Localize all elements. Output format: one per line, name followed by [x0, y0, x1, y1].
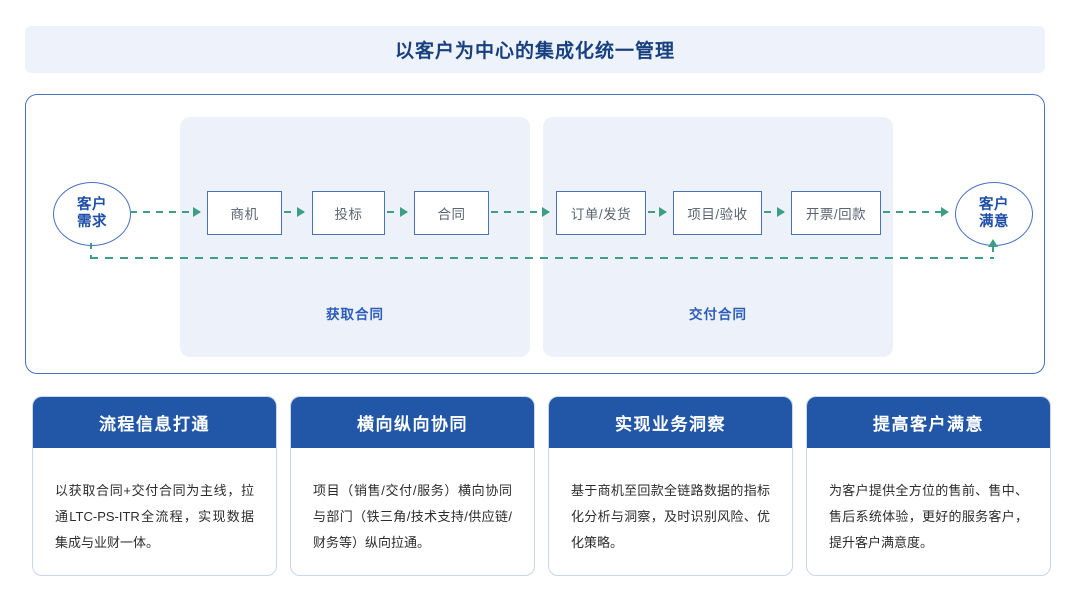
flow-step-label: 开票/回款 — [805, 207, 867, 222]
flow-start-node: 客户 需求 — [53, 182, 131, 246]
group-panel-acquire: 获取合同 — [180, 117, 530, 357]
feedback-loop-line — [90, 257, 994, 259]
group-label-deliver: 交付合同 — [689, 307, 747, 322]
benefit-card-body: 基于商机至回款全链路数据的指标化分析与洞察，及时识别风险、优化策略。 — [549, 448, 792, 556]
flow-arrow-icon — [387, 207, 408, 217]
flow-end-node-line2: 满意 — [979, 214, 1009, 230]
group-panel-deliver: 交付合同 — [543, 117, 893, 357]
flow-step-order-delivery: 订单/发货 — [556, 191, 646, 235]
flow-arrow-icon — [491, 207, 550, 217]
group-label-acquire: 获取合同 — [326, 307, 384, 322]
feedback-loop-arrow-icon — [988, 239, 998, 259]
flow-arrow-icon — [284, 207, 305, 217]
flow-arrow-icon — [130, 207, 201, 217]
benefit-card-header: 提高客户满意 — [807, 397, 1050, 448]
benefit-card-header: 横向纵向协同 — [291, 397, 534, 448]
flow-end-node: 客户 满意 — [955, 182, 1033, 246]
benefit-card-title: 提高客户满意 — [873, 415, 984, 434]
flow-step-label: 合同 — [437, 207, 466, 222]
flow-step-label: 订单/发货 — [570, 207, 632, 222]
benefit-card: 流程信息打通 以获取合同+交付合同为主线，拉通LTC-PS-ITR全流程，实现数… — [32, 396, 277, 576]
flow-arrow-icon — [648, 207, 667, 217]
page-title-banner: 以客户为中心的集成化统一管理 — [25, 26, 1045, 73]
flow-step-label: 商机 — [230, 207, 259, 222]
benefit-card: 提高客户满意 为客户提供全方位的售前、售中、售后系统体验，更好的服务客户，提升客… — [806, 396, 1051, 576]
benefit-card-title: 流程信息打通 — [99, 415, 210, 434]
flow-step-invoice-payment: 开票/回款 — [791, 191, 881, 235]
flow-step-label: 投标 — [334, 207, 363, 222]
flow-end-node-line1: 客户 — [979, 197, 1009, 214]
page-title: 以客户为中心的集成化统一管理 — [394, 41, 675, 62]
flow-start-node-line1: 客户 — [77, 197, 107, 214]
flow-step-bidding: 投标 — [312, 191, 385, 235]
benefit-card-body: 为客户提供全方位的售前、售中、售后系统体验，更好的服务客户，提升客户满意度。 — [807, 448, 1050, 556]
benefit-card-text: 项目（销售/交付/服务）横向协同与部门（铁三角/技术支持/供应链/财务等）纵向拉… — [313, 483, 512, 550]
benefit-card-title: 横向纵向协同 — [357, 415, 468, 434]
feedback-loop-drop-segment — [90, 243, 92, 259]
flow-arrow-icon — [883, 207, 949, 217]
benefit-card: 实现业务洞察 基于商机至回款全链路数据的指标化分析与洞察，及时识别风险、优化策略… — [548, 396, 793, 576]
benefit-card: 横向纵向协同 项目（销售/交付/服务）横向协同与部门（铁三角/技术支持/供应链/… — [290, 396, 535, 576]
flow-step-label: 项目/验收 — [687, 207, 748, 222]
benefit-card-header: 实现业务洞察 — [549, 397, 792, 448]
benefit-card-text: 为客户提供全方位的售前、售中、售后系统体验，更好的服务客户，提升客户满意度。 — [829, 483, 1028, 550]
benefit-card-body: 以获取合同+交付合同为主线，拉通LTC-PS-ITR全流程，实现数据集成与业财一… — [33, 448, 276, 556]
flow-step-project-acceptance: 项目/验收 — [673, 191, 762, 235]
benefit-card-title: 实现业务洞察 — [615, 415, 726, 434]
benefit-card-text: 以获取合同+交付合同为主线，拉通LTC-PS-ITR全流程，实现数据集成与业财一… — [55, 483, 254, 550]
flow-arrow-icon — [764, 207, 785, 217]
flow-step-contract: 合同 — [414, 191, 489, 235]
benefit-card-header: 流程信息打通 — [33, 397, 276, 448]
flow-step-opportunity: 商机 — [207, 191, 282, 235]
benefit-card-text: 基于商机至回款全链路数据的指标化分析与洞察，及时识别风险、优化策略。 — [571, 483, 770, 550]
benefit-card-body: 项目（销售/交付/服务）横向协同与部门（铁三角/技术支持/供应链/财务等）纵向拉… — [291, 448, 534, 556]
flow-start-node-line2: 需求 — [77, 214, 107, 230]
